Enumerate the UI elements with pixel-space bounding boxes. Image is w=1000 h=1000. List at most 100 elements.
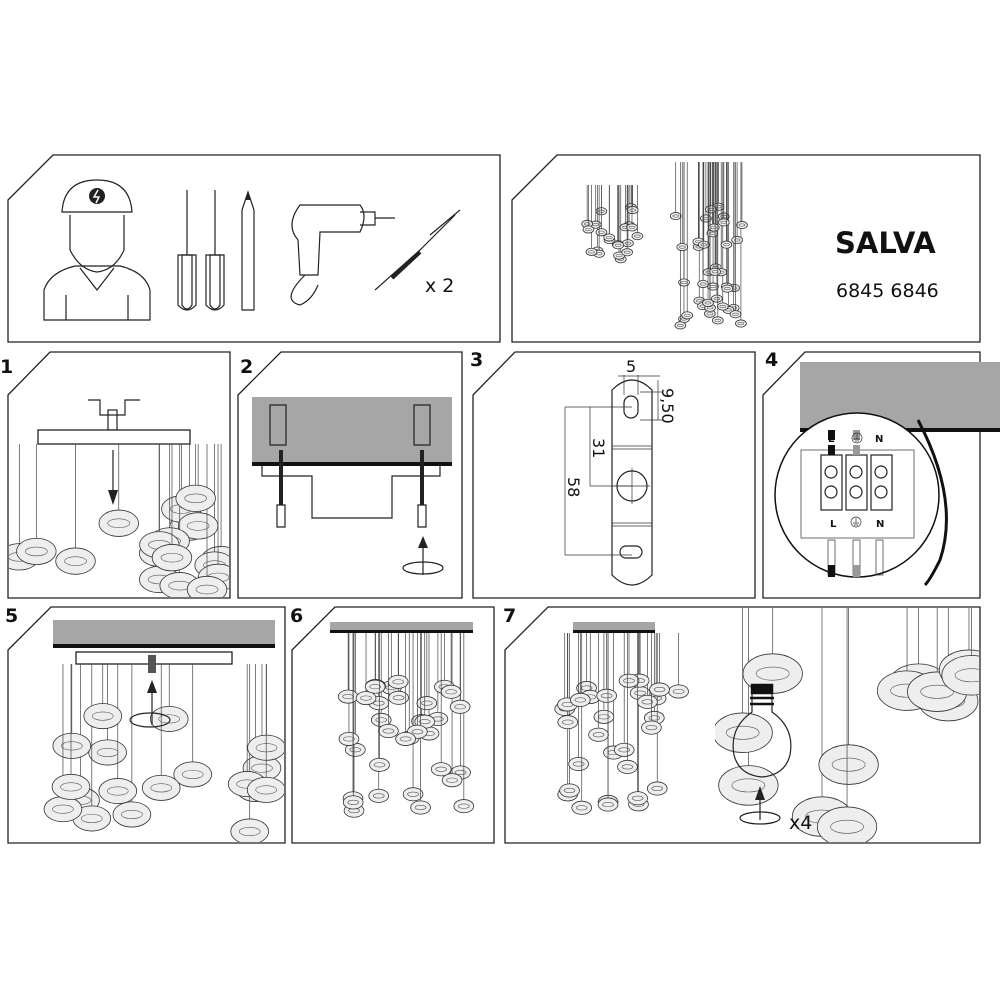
pendant-highlight (458, 803, 470, 809)
pendant-highlight (184, 493, 207, 503)
pendant-highlight (342, 694, 354, 700)
pendant-highlight (623, 250, 631, 254)
pendant-highlight (672, 214, 680, 218)
pendant-glass (631, 232, 644, 241)
pendant-highlight (195, 584, 219, 595)
pendant-highlight (52, 804, 74, 814)
pendant-highlight (831, 757, 866, 772)
pendant-glass (151, 544, 193, 572)
pendant-highlight (60, 782, 82, 792)
pendant-highlight (106, 786, 129, 796)
electrician-icon (43, 179, 151, 321)
pendant-highlight (713, 297, 721, 301)
dimension-total: 58 (564, 477, 583, 497)
dimension-width: 5 (626, 357, 636, 376)
pendant-highlight (645, 725, 658, 731)
pendant-glass (557, 715, 579, 730)
pendant-highlight (621, 764, 634, 770)
rotate-arrow-icon (739, 786, 781, 825)
step-number-7: 7 (503, 605, 516, 627)
step-7-panel: 7 x4 (503, 605, 981, 844)
pendant-highlight (561, 719, 574, 725)
pendant-highlight (700, 243, 708, 247)
pendant-highlight (414, 804, 427, 810)
wall-plug-screw-icon (374, 209, 461, 291)
pendant-highlight (720, 220, 728, 224)
pendant-glass (368, 788, 390, 803)
pendant-highlight (738, 223, 746, 227)
pendant-highlight (605, 235, 613, 239)
pendant-glass (568, 756, 589, 771)
screwdrivers-icon (177, 190, 225, 311)
pendant-highlight (683, 313, 691, 317)
pendant-glass (402, 787, 424, 802)
pendant-highlight (731, 778, 766, 793)
chandelier-large-illustration (669, 162, 748, 330)
pendant-highlight (347, 799, 360, 805)
pendant-highlight (677, 323, 684, 327)
product-codes: 6845 6846 (836, 280, 939, 302)
bulb-quantity: x4 (789, 812, 812, 834)
pendant-glass (230, 818, 269, 842)
pendant-glass (736, 221, 748, 230)
pendant-highlight (373, 762, 386, 768)
pendant-glass (720, 240, 733, 249)
pendant-highlight (91, 711, 114, 721)
rotate-arrow-icon (402, 536, 444, 575)
pendant-glass (355, 691, 377, 706)
pendant-highlight (160, 552, 184, 563)
pendant-highlight (602, 802, 614, 808)
pendant-glass (698, 240, 710, 249)
pendant-glass (369, 757, 390, 772)
pendant-glass (570, 692, 591, 707)
chandelier-small-illustration (581, 185, 644, 264)
pendant-highlight (737, 322, 745, 326)
pendant-highlight (704, 301, 712, 305)
pendant-glass (395, 731, 416, 746)
pendant-highlight (454, 770, 467, 776)
pendant-glass (51, 773, 91, 800)
pendant-highlight (107, 518, 131, 528)
pendant-glass (669, 212, 682, 221)
pendant-glass (593, 709, 615, 724)
step-2-panel: 2 (237, 351, 463, 599)
pencil-icon (241, 190, 255, 311)
pendant-glass (52, 732, 92, 759)
step-6-panel: 6 (290, 605, 495, 844)
pendant-glass (711, 316, 724, 325)
pendant-glass (141, 774, 181, 801)
pendant-glass (681, 311, 694, 320)
terminal-label-neutral: N (875, 434, 883, 445)
pendant-highlight (251, 763, 273, 773)
pendant-glass (597, 797, 619, 812)
pendant-highlight (624, 241, 632, 245)
product-name: SALVA (835, 226, 936, 260)
terminal-label-live: L (828, 434, 835, 445)
pendant-highlight (574, 697, 587, 703)
pendant-glass (175, 484, 216, 512)
pendant-highlight (920, 684, 954, 699)
pendant-highlight (64, 556, 87, 566)
pendant-glass (43, 796, 83, 823)
pendant-glass (337, 689, 359, 704)
pendant-glass (626, 206, 639, 215)
pendant-glass (704, 205, 717, 214)
rotate-arrow-icon (129, 680, 171, 728)
pendant-highlight (634, 234, 641, 238)
pendant-highlight (80, 813, 103, 823)
pendant-highlight (399, 736, 412, 742)
pendant-highlight (614, 243, 622, 247)
pendant-highlight (678, 245, 686, 249)
chandelier-illustration (337, 633, 475, 818)
pendant-highlight (672, 688, 685, 694)
product-panel: SALVA 6845 6846 (511, 154, 981, 343)
pendant-glass (709, 267, 721, 276)
pendant-glass (585, 247, 598, 256)
pendant-highlight (186, 521, 210, 531)
pendant-highlight (121, 809, 143, 819)
pendant-highlight (585, 227, 592, 231)
pendant-highlight (723, 287, 731, 291)
pendant-glass (676, 243, 689, 252)
pendant-glass (173, 761, 213, 788)
pendant-glass (453, 799, 475, 814)
